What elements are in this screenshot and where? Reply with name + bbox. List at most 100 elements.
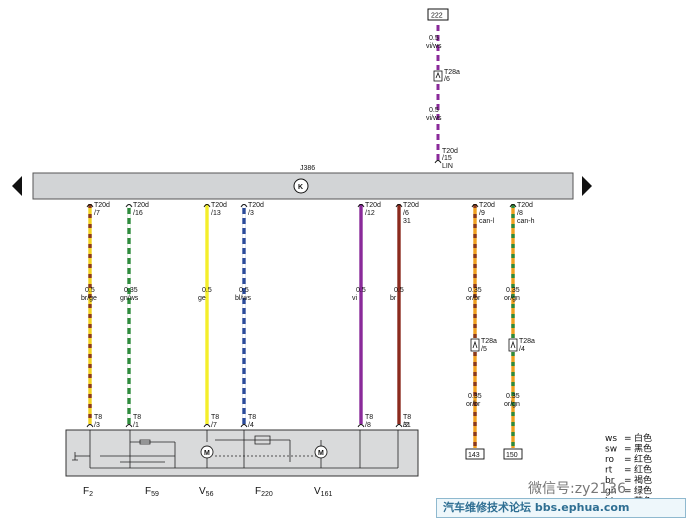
module-name: J386: [300, 165, 315, 172]
top-connector: 222: [427, 8, 449, 21]
pin-bottom-w12: [357, 424, 365, 428]
lin-color-1: vi/ws: [426, 43, 442, 50]
gauge1-can_h: 0.35: [506, 287, 520, 294]
bottom-pin-w12: /8: [365, 422, 371, 429]
color2-can_l: or/br: [466, 401, 481, 408]
signal-can_h: can-h: [517, 218, 535, 225]
signal-can_l: can-l: [479, 218, 495, 225]
pin-bottom-w6: [395, 424, 403, 428]
conn-pin-can_l: /5: [481, 346, 487, 353]
pin-number-w7: /7: [94, 210, 100, 217]
svg-text:M: M: [204, 450, 210, 457]
pin-top-can_l: [471, 204, 479, 208]
pin-bottom-w7: [86, 424, 94, 428]
pin-name-w13: T20d: [211, 202, 227, 209]
component-label-2: V56: [199, 486, 214, 498]
color2-can_h: or/gn: [504, 401, 520, 408]
legend-name-1: 黑色: [634, 443, 652, 455]
pin-top-w16: [125, 204, 133, 208]
pin-top-w3: [240, 204, 248, 208]
pin-name-w16: T20d: [133, 202, 149, 209]
gauge-w16: 0.35: [124, 287, 138, 294]
bottom-extra-pin: 31: [403, 422, 411, 429]
gauge1-can_l: 0.35: [468, 287, 482, 294]
pin-number-w3: /3: [248, 210, 254, 217]
can-wires-layer: 143T20d/9can-l0.35or/brT28a/50.35or/br15…: [465, 202, 535, 460]
bottom-pin-w7: /3: [94, 422, 100, 429]
bottom-pin-w6: /2: [403, 422, 409, 429]
color1-can_l: or/br: [466, 295, 481, 302]
bottom-conn-w13: T8: [211, 414, 219, 421]
legend-code-0: ws: [605, 434, 617, 444]
pin-name-w6: T20d: [403, 202, 419, 209]
lin-module-pin: /15: [442, 155, 452, 162]
inline-connector-can_h: [508, 338, 518, 352]
legend-name-2: 红色: [634, 453, 652, 465]
inline-connector-can_l: [470, 338, 480, 352]
legend-code-5: gn: [605, 487, 616, 497]
svg-text:M: M: [318, 450, 324, 457]
component-label-0: F2: [83, 486, 93, 498]
pin-bottom-w3: [240, 424, 248, 428]
bottom-conn-w6: T8: [403, 414, 411, 421]
legend-code-2: ro: [605, 455, 615, 465]
end-number-can_h: 150: [506, 452, 518, 459]
pin-name-can_l: T20d: [479, 202, 495, 209]
wechat-watermark: 微信号:zy2136: [528, 481, 626, 497]
legend-code-4: br: [605, 476, 615, 486]
bottom-pin-w16: /1: [133, 422, 139, 429]
end-connector-can_l: [465, 448, 485, 460]
bottom-pin-w3: /4: [248, 422, 254, 429]
lin-wire: [433, 21, 443, 164]
pin-number-w13: /13: [211, 210, 221, 217]
legend-eq-3: =: [624, 466, 632, 476]
pin-top-w7: [86, 204, 94, 208]
conn-name-can_h: T28a: [519, 338, 535, 345]
conn-pin-can_h: /4: [519, 346, 525, 353]
bottom-conn-w7: T8: [94, 414, 102, 421]
pin-sub-w6: 31: [403, 218, 411, 225]
pin-name-w7: T20d: [94, 202, 110, 209]
legend-eq-4: =: [624, 476, 632, 486]
forum-watermark: 汽车维修技术论坛 bbs.ephua.com: [436, 498, 686, 518]
pin-top-can_h: [509, 204, 517, 208]
legend-eq-5: =: [624, 487, 632, 497]
color-w6: br: [390, 295, 397, 302]
legend-code-1: sw: [605, 445, 617, 455]
pin-number-can_h: /8: [517, 210, 523, 217]
bar-right-arrow-icon: [582, 176, 592, 196]
pin-top-w6: [395, 204, 403, 208]
lin-gauge-1: 0.5: [429, 35, 439, 42]
pin-bottom-w13: [203, 424, 211, 428]
conn-name-can_l: T28a: [481, 338, 497, 345]
color-w3: bl/ws: [235, 295, 251, 302]
module-symbol: K: [298, 184, 303, 191]
control-module-bar: K: [12, 172, 592, 200]
end-number-can_l: 143: [468, 452, 480, 459]
end-connector-can_h: [503, 448, 523, 460]
bottom-pin-w13: /7: [211, 422, 217, 429]
pin-name-w12: T20d: [365, 202, 381, 209]
color-w16: gn/ws: [120, 295, 139, 302]
color-w12: vi: [352, 295, 358, 302]
gauge-w7: 0.5: [85, 287, 95, 294]
lin-signal: LIN: [442, 163, 453, 170]
gauge-w6: 0.5: [394, 287, 404, 294]
pin-top-w13: [203, 204, 211, 208]
component-label-4: V161: [314, 486, 332, 498]
pin-number-can_l: /9: [479, 210, 485, 217]
pin-top-w12: [357, 204, 365, 208]
switch-motor-box: M M: [65, 429, 419, 477]
lin-module-pin-name: T20d: [442, 148, 458, 155]
pin-name-w3: T20d: [248, 202, 264, 209]
legend-name-4: 褐色: [634, 474, 652, 486]
legend-eq-0: =: [624, 434, 632, 444]
legend-code-3: rt: [605, 466, 613, 476]
pin-number-w6: /6: [403, 210, 409, 217]
bar-left-arrow-icon: [12, 176, 22, 196]
color-w7: br/ge: [81, 295, 97, 302]
bottom-conn-w12: T8: [365, 414, 373, 421]
pin-bottom-w16: [125, 424, 133, 428]
